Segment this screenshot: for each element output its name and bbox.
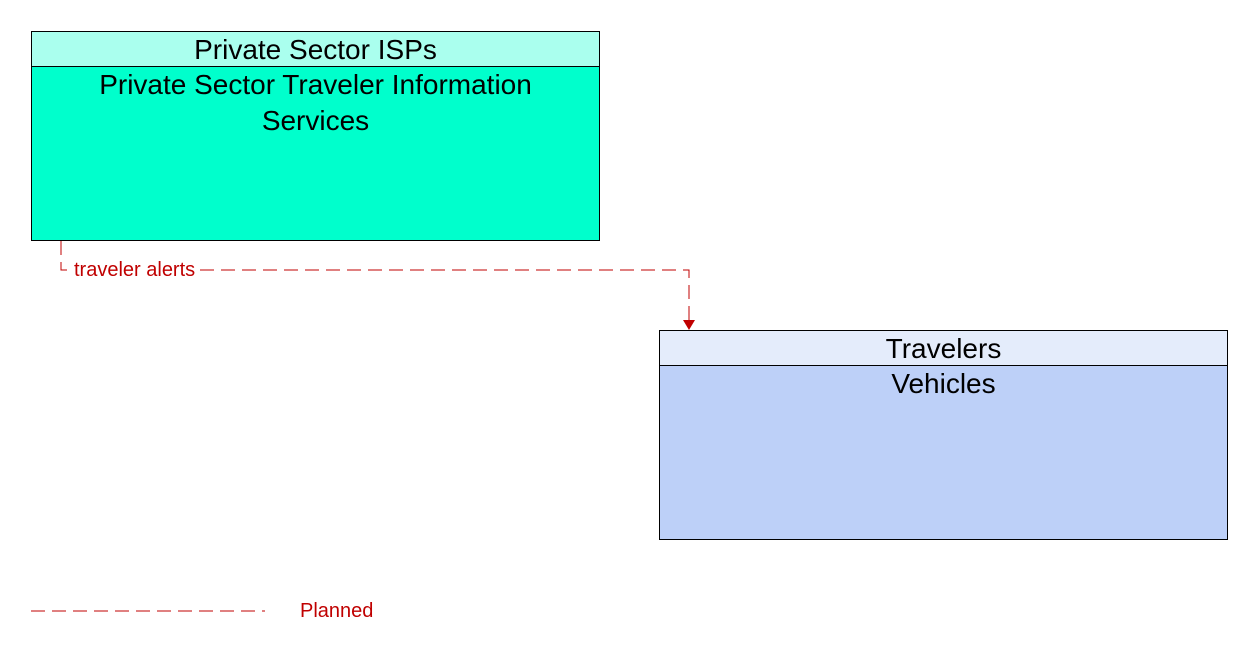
flow-traveler-alerts-line — [60, 241, 695, 330]
flow-label-traveler-alerts[interactable]: traveler alerts — [72, 258, 199, 282]
node-name-label: Vehicles — [891, 368, 996, 399]
node-group-label: Private Sector ISPs — [32, 32, 599, 67]
node-travelers[interactable]: Travelers Vehicles — [659, 330, 1228, 540]
legend-planned-label: Planned — [300, 600, 374, 622]
node-group-label: Travelers — [660, 331, 1227, 366]
node-private-sector-isps[interactable]: Private Sector ISPs Private Sector Trave… — [31, 31, 600, 241]
arrowhead-icon — [683, 320, 695, 330]
node-name-label: Private Sector Traveler Information Serv… — [99, 69, 532, 136]
